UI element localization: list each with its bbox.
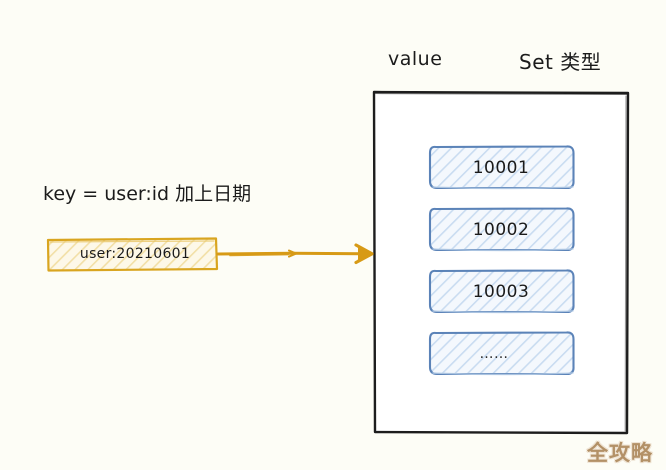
key-box-label: user:20210601 [79, 246, 191, 262]
value-column-label: value [388, 48, 443, 70]
value-container: 10001 10002 10003 …… [373, 91, 629, 434]
value-item-label: 10003 [472, 282, 530, 302]
value-item-label: 10001 [472, 158, 530, 178]
key-box[interactable]: user:20210601 [47, 238, 217, 270]
value-item-label: 10002 [472, 220, 530, 240]
set-type-label: Set 类型 [519, 50, 602, 74]
value-item[interactable]: 10002 [429, 209, 573, 251]
key-box-shape [46, 237, 219, 272]
value-item-label: …… [479, 346, 509, 362]
watermark: 全攻略 [587, 441, 653, 465]
value-item[interactable]: 10001 [429, 147, 573, 189]
value-item[interactable]: 10003 [429, 271, 573, 313]
value-box-shapes [428, 145, 575, 376]
key-to-value-arrow [216, 243, 374, 265]
value-item-more[interactable]: …… [429, 333, 573, 375]
key-caption: key = user:id 加上日期 [43, 183, 252, 205]
